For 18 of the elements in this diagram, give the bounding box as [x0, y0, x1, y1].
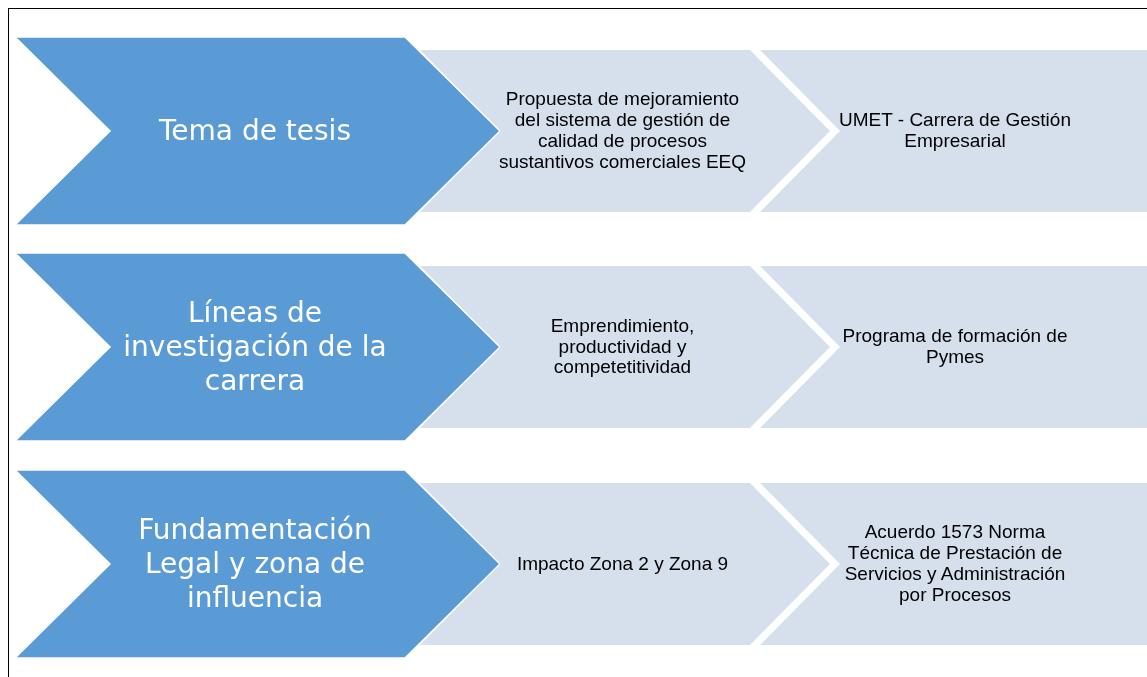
chevron-shape	[15, 470, 500, 658]
step-heading: Fundamentación Legal y zona de influencia	[137, 512, 373, 616]
step-text: Programa de formación de Pymes	[841, 326, 1069, 368]
chevron-shape	[760, 266, 1147, 428]
step-text: UMET - Carrera de Gestión Empresarial	[838, 110, 1072, 152]
step-text: Propuesta de mejoramiento del sistema de gestión de calidad de procesos sustantivos comerciales EEQ	[497, 89, 748, 173]
step-text: Acuerdo 1573 Norma Técnica de Prestación de Servicios y Administración por Procesos	[843, 522, 1067, 606]
chevron-shape	[420, 50, 830, 212]
chevron-shape	[15, 37, 500, 225]
step-text: Emprendimiento, productividad y competetitividad	[549, 315, 696, 379]
step-heading: Líneas de investigación de la carrera	[122, 295, 388, 399]
chevron-shape	[420, 483, 830, 645]
chevron-shape	[760, 50, 1147, 212]
chevron-shape	[15, 253, 500, 441]
chevron-shape	[760, 483, 1147, 645]
chevron-shape	[420, 266, 830, 428]
step-text: Impacto Zona 2 y Zona 9	[516, 553, 729, 575]
step-heading: Tema de tesis	[159, 113, 351, 149]
